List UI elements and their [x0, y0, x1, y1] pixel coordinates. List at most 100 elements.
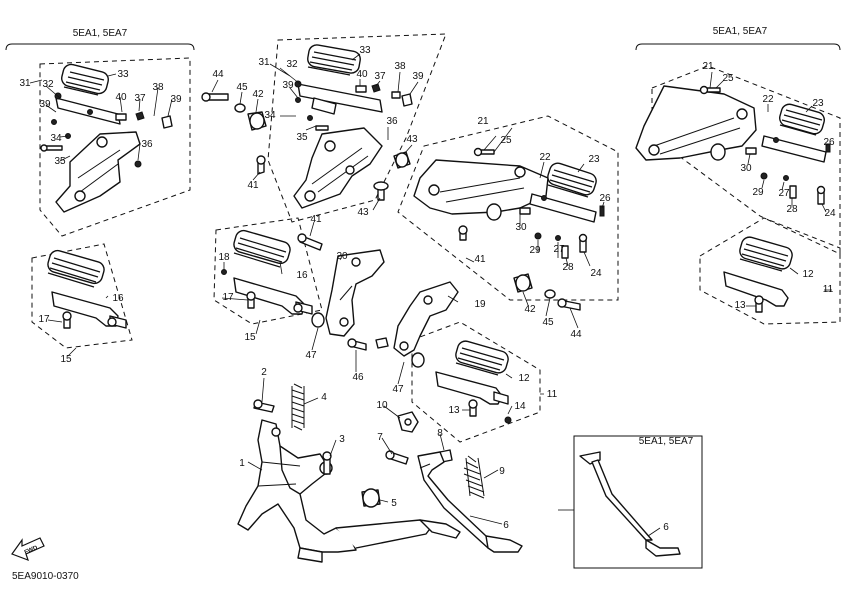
- variant-header-inset: 5EA1, 5EA7: [639, 436, 694, 447]
- callout-17-left: 17: [38, 314, 50, 325]
- callout-47-left: 47: [305, 350, 317, 361]
- footrest-assembly-right: 12 13 11: [723, 236, 834, 313]
- inset-variant-stand: 5EA1, 5EA7: [558, 435, 703, 569]
- callout-39b: 39: [170, 94, 182, 105]
- callout-11-mid: 11: [547, 389, 558, 400]
- callout-37-center: 37: [374, 71, 386, 82]
- callout-12-mid: 12: [518, 373, 530, 384]
- callout-21-right: 21: [702, 61, 714, 72]
- callout-16-left: 16: [112, 293, 124, 304]
- callout-42: 42: [252, 89, 264, 100]
- variant-bracket-top-left: 5EA1, 5EA7: [5, 28, 195, 51]
- callout-41-center-right: 41: [474, 254, 486, 265]
- callout-23-center: 23: [588, 154, 600, 165]
- callout-39-center: 39: [412, 71, 424, 82]
- fwd-label: FWD: [24, 545, 40, 556]
- callout-20: 20: [336, 251, 348, 262]
- callout-8: 8: [437, 428, 443, 439]
- callout-3: 3: [339, 434, 345, 445]
- callout-28-right: 28: [786, 204, 798, 215]
- callout-37: 37: [134, 93, 146, 104]
- callout-43-b: 43: [357, 207, 369, 218]
- callout-5: 5: [391, 498, 397, 509]
- variant-header-top-right: 5EA1, 5EA7: [713, 26, 768, 37]
- callout-40-center: 40: [356, 69, 368, 80]
- callout-38: 38: [152, 82, 164, 93]
- callout-24-right: 24: [824, 208, 836, 219]
- callout-19: 19: [474, 299, 486, 310]
- callout-22-right: 22: [762, 94, 774, 105]
- callout-33: 33: [117, 69, 129, 80]
- callout-45-center-right: 45: [542, 317, 554, 328]
- callout-39: 39: [39, 99, 51, 110]
- callout-15-left: 15: [60, 354, 72, 365]
- callout-28-center: 28: [562, 262, 574, 273]
- callout-29-center: 29: [529, 245, 541, 256]
- callout-23-right: 23: [812, 98, 824, 109]
- callout-27-center: 27: [553, 244, 565, 255]
- callout-40: 40: [115, 92, 127, 103]
- stand-assembly: 2 4 1 3 5 7 10 8 9 6 6: [237, 367, 669, 563]
- callout-39-center-b: 39: [282, 80, 294, 91]
- callout-43-a: 43: [406, 134, 418, 145]
- footrest-assembly-center-right: 21 25 22 23 26 30 29 27 28 24 41 42 45 4…: [413, 116, 611, 340]
- footrest-assembly-mid-right: 12 13 14 11: [435, 340, 558, 424]
- callout-44: 44: [212, 69, 224, 80]
- footrest-assembly-top-right: 21 25 22 23 26 30 29 27 28 24: [635, 61, 836, 219]
- callout-29-right: 29: [752, 187, 764, 198]
- callout-25-center: 25: [500, 135, 512, 146]
- variant-header-top-left: 5EA1, 5EA7: [73, 28, 128, 39]
- drawing-code: 5EA9010-0370: [12, 571, 79, 582]
- callout-31: 31: [19, 78, 31, 89]
- callout-47-right: 47: [392, 384, 404, 395]
- callout-45: 45: [236, 82, 248, 93]
- callout-22-center: 22: [539, 152, 551, 163]
- callout-25-right: 25: [722, 73, 734, 84]
- callout-30-right: 30: [740, 163, 752, 174]
- callout-24-center: 24: [590, 268, 602, 279]
- callout-35-center: 35: [296, 132, 308, 143]
- group-outline-center-right: [397, 115, 619, 301]
- callout-9: 9: [499, 466, 505, 477]
- callout-41: 41: [247, 180, 259, 191]
- callout-11-right: 11: [823, 284, 834, 295]
- callout-32-center: 32: [286, 59, 298, 70]
- callout-38-center: 38: [394, 61, 406, 72]
- callout-10: 10: [376, 400, 388, 411]
- callout-15-mid: 15: [244, 332, 256, 343]
- callout-26-center: 26: [599, 193, 611, 204]
- callout-42-center-right: 42: [524, 304, 536, 315]
- callout-35: 35: [54, 156, 66, 167]
- callout-34: 34: [50, 133, 62, 144]
- callout-14: 14: [514, 401, 526, 412]
- callout-12-right: 12: [802, 269, 814, 280]
- callout-32: 32: [42, 79, 54, 90]
- callout-13-right: 13: [734, 300, 746, 311]
- callout-1: 1: [239, 458, 245, 469]
- callout-36: 36: [141, 139, 153, 150]
- callout-31-center: 31: [258, 57, 270, 68]
- callout-16-mid: 16: [296, 270, 308, 281]
- callout-27-right: 27: [778, 188, 790, 199]
- callout-6-inset: 6: [663, 522, 669, 533]
- callout-6: 6: [503, 520, 509, 531]
- callout-33-center: 33: [359, 45, 371, 56]
- callout-13-mid: 13: [448, 405, 460, 416]
- callout-4: 4: [321, 392, 327, 403]
- callout-46: 46: [352, 372, 364, 383]
- callout-17-mid: 17: [222, 292, 234, 303]
- callout-2: 2: [261, 367, 267, 378]
- footrest-assembly-mid-left: 18 16 17 15 41 20 19 47 46 47: [218, 214, 486, 395]
- callout-30-center: 30: [515, 222, 527, 233]
- footrest-assembly-top-center: 44 45 42 41 31 32 33 40 37 38 39 39 34 3…: [201, 44, 424, 218]
- callout-44-center-right: 44: [570, 329, 582, 340]
- callout-41-mid: 41: [310, 214, 322, 225]
- callout-18: 18: [218, 252, 230, 263]
- group-outline-right-mid: [699, 217, 841, 325]
- fwd-arrow-icon: FWD: [11, 537, 45, 562]
- footrest-assembly-left: 16 17 15: [38, 249, 127, 365]
- callout-7: 7: [377, 432, 383, 443]
- callout-26-right: 26: [823, 137, 835, 148]
- variant-bracket-top-right: 5EA1, 5EA7: [635, 26, 841, 51]
